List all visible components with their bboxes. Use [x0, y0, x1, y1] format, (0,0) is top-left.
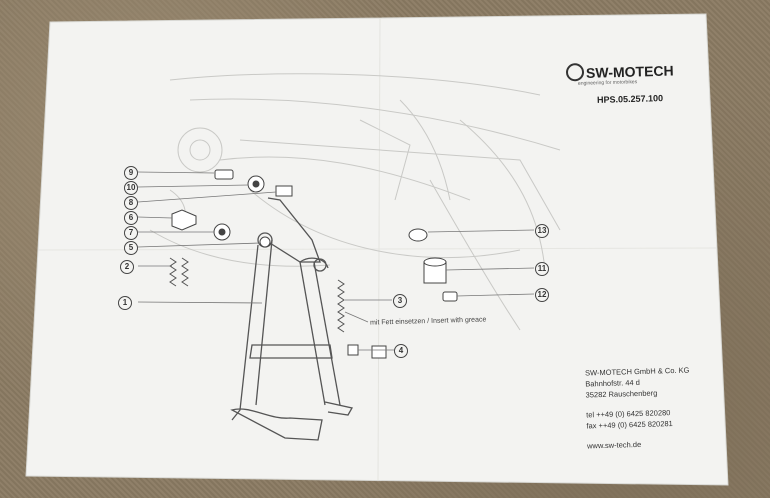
spring: [337, 279, 345, 333]
callout-4: 4: [394, 344, 408, 358]
callout-5: 5: [124, 241, 138, 255]
callout-9: 9: [124, 166, 138, 180]
gear-icon: [565, 63, 585, 82]
bolt-9: [214, 169, 234, 180]
callout-12: 12: [535, 288, 549, 302]
logo-text: SW-MOTECH: [585, 62, 674, 81]
hardware-parts: [171, 169, 458, 359]
callout-2: 2: [120, 260, 134, 274]
bushing-5: [259, 236, 271, 248]
callout-8: 8: [124, 196, 138, 210]
washer-13: [408, 228, 428, 242]
cap-4b: [371, 345, 387, 359]
brand-logo: SW-MOTECH: [565, 61, 674, 82]
callout-1: 1: [118, 296, 132, 310]
callout-11: 11: [535, 262, 549, 276]
callout-7: 7: [124, 226, 138, 240]
leader-lines: [137, 171, 535, 351]
center-stand: [230, 197, 354, 441]
screw-12: [442, 291, 458, 302]
callout-6: 6: [124, 211, 138, 225]
part-number: HPS.05.257.100: [596, 93, 664, 105]
part-2: [169, 257, 189, 287]
nut-4a: [347, 344, 359, 356]
frame-sketch: [149, 73, 561, 331]
nut-8: [275, 185, 293, 197]
callout-3: 3: [393, 294, 407, 308]
bolt-6: [171, 209, 197, 231]
callout-10: 10: [124, 181, 138, 195]
address-block: SW-MOTECH GmbH & Co. KG Bahnhofstr. 44 d…: [585, 365, 692, 452]
callout-13: 13: [535, 224, 549, 238]
fold-line: [37, 247, 717, 251]
